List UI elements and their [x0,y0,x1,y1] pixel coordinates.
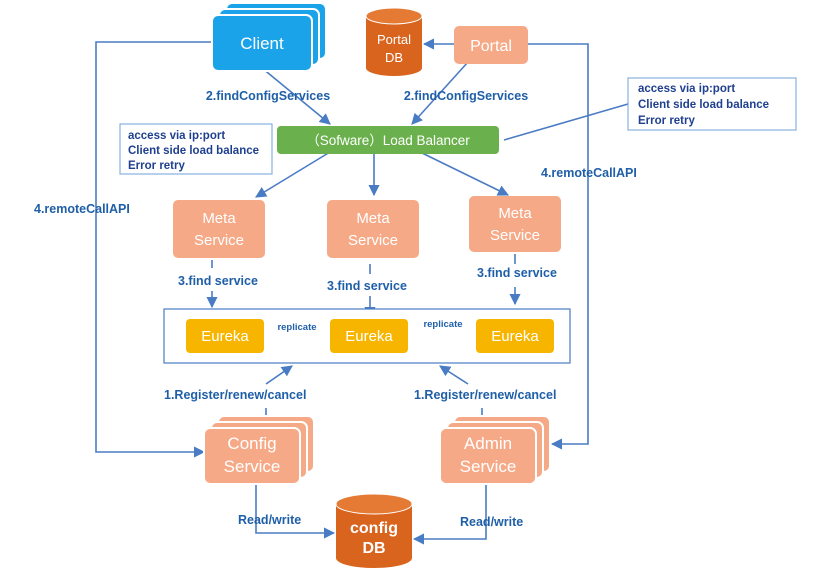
label-readwrite-left: Read/write [238,513,301,527]
meta-service-2: Meta Service [327,200,419,258]
edge-config-register-b [265,365,293,385]
admin-service-line-1: Admin [464,434,512,453]
label-find-config-right: 2.findConfigServices [404,89,528,103]
label-readwrite-right: Read/write [460,515,523,529]
meta-service-1-line-2: Service [194,232,244,249]
note-right-line-2: Client side load balance [638,99,769,111]
edge-client-to-lb [261,67,331,125]
load-balancer-label: （Sofware）Load Balancer [306,133,470,148]
meta-service-2-line-2: Service [348,232,398,249]
client-node: Client [211,2,327,72]
client-label: Client [240,34,284,53]
eureka-3: Eureka [476,319,554,353]
meta-service-1: Meta Service [173,200,265,258]
portal-label: Portal [470,38,512,55]
config-db-line-2: DB [362,540,385,557]
portal-node: Portal [454,26,528,64]
admin-service-line-2: Service [460,457,517,476]
label-register-right: 1.Register/renew/cancel [414,388,556,402]
label-register-left: 1.Register/renew/cancel [164,388,306,402]
label-find-service-1: 3.find service [178,274,258,288]
label-find-service-3: 3.find service [477,266,557,280]
eureka-1-label: Eureka [201,328,249,345]
note-right-line-3: Error retry [638,115,695,127]
portal-db-node: Portal DB [365,7,423,76]
eureka-2: Eureka [330,319,408,353]
admin-service-node: Admin Service [439,415,551,485]
meta-service-3-line-1: Meta [498,205,532,222]
edge-admin-register-b [439,365,469,385]
portal-db-label-1: Portal [377,32,411,47]
note-left-line-2: Client side load balance [128,145,259,157]
edge-lb-to-meta-1 [255,151,331,198]
config-db-node: config DB [335,493,413,568]
config-service-line-1: Config [227,434,276,453]
load-balancer-node: （Sofware）Load Balancer [277,126,499,154]
edge-portal-to-lb [411,61,469,125]
label-find-service-2: 3.find service [327,279,407,293]
label-remote-call-left: 4.remoteCallAPI [34,202,130,216]
edge-lb-to-meta-3 [419,151,510,196]
config-db-line-1: config [350,520,398,537]
config-service-node: Config Service [203,415,315,485]
label-find-config-left: 2.findConfigServices [206,89,330,103]
edge-portal-remote-call [528,43,589,450]
config-service-line-2: Service [224,457,281,476]
note-right-line-1: access via ip:port [638,83,735,95]
note-right: access via ip:port Client side load bala… [627,77,797,131]
label-remote-call-right: 4.remoteCallAPI [541,166,637,180]
meta-service-2-line-1: Meta [356,210,390,227]
note-left-line-1: access via ip:port [128,130,225,142]
eureka-1: Eureka [186,319,264,353]
edge-admin-readwrite [412,484,487,545]
edge-note-right-connector [503,103,629,141]
label-replicate-1: replicate [277,322,316,333]
label-replicate-2: replicate [423,319,462,330]
eureka-3-label: Eureka [491,328,539,345]
edge-client-remote-call [95,41,212,458]
note-left-line-3: Error retry [128,160,185,172]
eureka-2-label: Eureka [345,328,393,345]
portal-db-label-2: DB [385,50,403,65]
meta-service-1-line-1: Meta [202,210,236,227]
note-left: access via ip:port Client side load bala… [119,123,273,175]
meta-service-3: Meta Service [469,196,561,252]
meta-service-3-line-2: Service [490,227,540,244]
edge-config-readwrite [255,484,336,539]
